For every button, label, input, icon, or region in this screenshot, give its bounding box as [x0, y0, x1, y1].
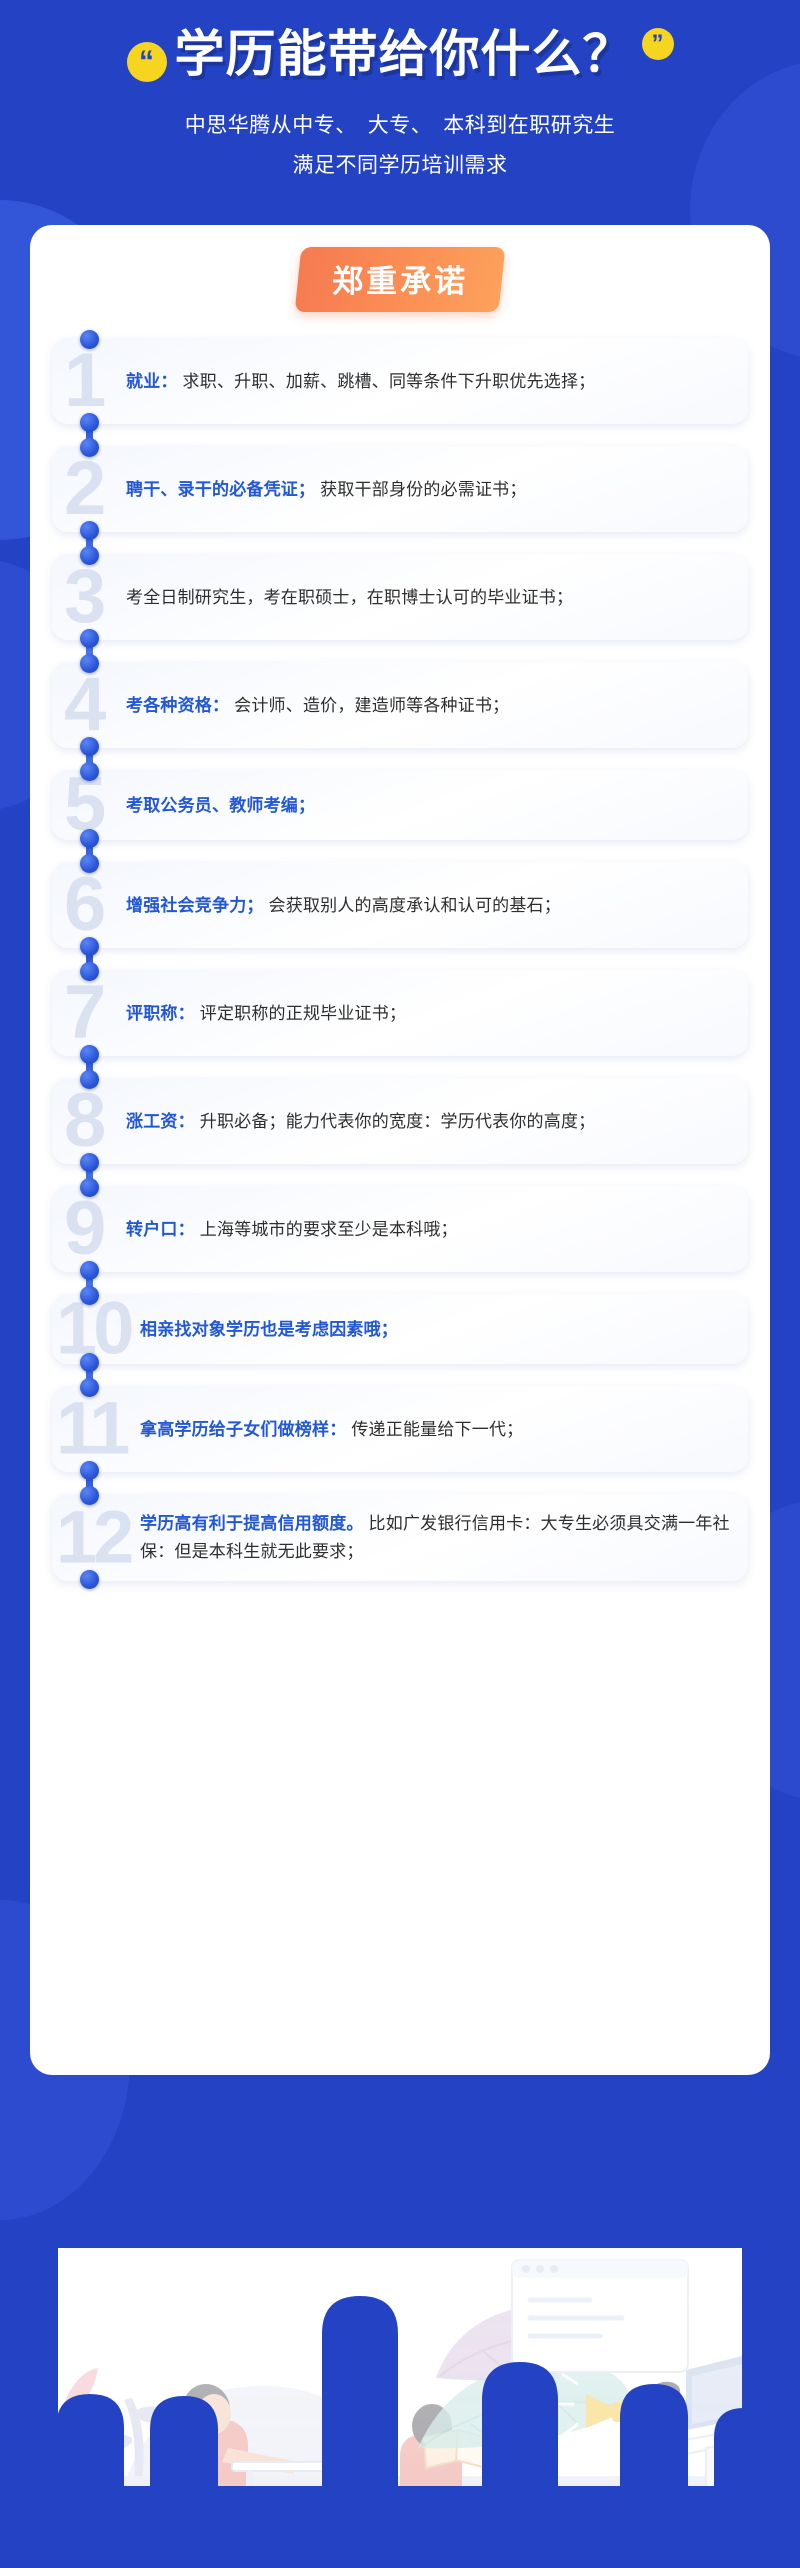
bottom-illustration — [0, 2248, 800, 2568]
benefit-detail: 比如广发银行信用卡：大专生必须具交满一年社保：但是本科生就无此要求； — [140, 1514, 730, 1561]
header: “ 学历能带给你什么？ ” 中思华腾从中专、 大专、 本科到在职研究生 满足不同… — [0, 0, 800, 187]
content-panel: 郑重承诺 1 就业： 求职、升职、加薪、跳槽、同等条件下升职优先选择； 2 聘干、录干… — [30, 225, 770, 2076]
benefit-highlight: 增强社会竞争力； — [126, 895, 264, 915]
timeline-dot — [80, 1378, 99, 1398]
quote-close-icon: ” — [641, 28, 674, 60]
benefit-card: 3 考全日制研究生，考在职硕士，在职博士认可的毕业证书； — [52, 546, 748, 649]
benefit-number: 10 — [56, 1287, 134, 1371]
benefit-number: 4 — [64, 662, 106, 748]
timeline-dot — [80, 413, 99, 433]
benefit-highlight: 就业： — [126, 371, 178, 391]
timeline-dot — [80, 1261, 99, 1281]
benefit-detail: 求职、升职、加薪、跳槽、同等条件下升职优先选择； — [182, 371, 596, 391]
timeline-dot — [80, 1486, 99, 1506]
benefit-number: 8 — [64, 1078, 106, 1164]
benefit-text: 增强社会竞争力； 会获取别人的高度承认和认可的基石； — [126, 892, 561, 920]
benefit-detail: 升职必备；能力代表你的宽度：学历代表你的高度； — [199, 1111, 596, 1131]
benefit-text: 就业： 求职、升职、加薪、跳槽、同等条件下升职优先选择； — [126, 368, 595, 396]
title-row: “ 学历能带给你什么？ ” — [0, 26, 800, 84]
benefit-highlight: 考取公务员、教师考编； — [126, 795, 316, 815]
timeline-dot — [80, 1045, 99, 1065]
benefit-number: 1 — [64, 338, 106, 424]
timeline-rail — [86, 366, 93, 1556]
timeline-dot — [80, 937, 99, 957]
benefit-number: 6 — [64, 862, 106, 948]
benefit-number: 9 — [64, 1186, 106, 1272]
promise-badge-label: 郑重承诺 — [332, 264, 469, 300]
bar-pillars — [0, 2248, 800, 2568]
subtitle: 中思华腾从中专、 大专、 本科到在职研究生 满足不同学历培训需求 — [0, 106, 800, 188]
benefit-card: 2 聘干、录干的必备凭证； 获取干部身份的必需证书； — [52, 438, 748, 541]
timeline-dot — [80, 629, 99, 649]
benefit-text: 聘干、录干的必备凭证； 获取干部身份的必需证书； — [126, 476, 527, 504]
timeline-dot — [80, 1286, 99, 1306]
benefit-number: 3 — [64, 554, 106, 640]
benefit-text: 评职称： 评定职称的正规毕业证书； — [126, 1000, 406, 1028]
benefit-text: 相亲找对象学历也是考虑因素哦； — [140, 1316, 398, 1344]
benefit-card: 6 增强社会竞争力； 会获取别人的高度承认和认可的基石； — [52, 854, 748, 957]
promise-badge: 郑重承诺 — [294, 247, 506, 313]
benefit-card: 11 拿高学历给子女们做榜样： 传递正能量给下一代； — [52, 1378, 748, 1481]
benefit-detail: 上海等城市的要求至少是本科哦； — [199, 1219, 458, 1239]
badge-container: 郑重承诺 — [30, 225, 770, 313]
benefit-highlight: 拿高学历给子女们做榜样： — [140, 1419, 347, 1439]
benefit-highlight: 转户口： — [126, 1219, 195, 1239]
benefit-highlight: 考各种资格： — [126, 695, 230, 715]
benefit-number: 11 — [56, 1387, 130, 1471]
timeline-dot — [80, 1461, 99, 1481]
timeline-dot — [80, 1178, 99, 1198]
timeline-dot — [80, 829, 99, 849]
timeline-dot — [80, 854, 99, 874]
timeline-dot — [80, 521, 99, 541]
benefit-card: 7 评职称： 评定职称的正规毕业证书； — [52, 962, 748, 1065]
benefit-highlight: 相亲找对象学历也是考虑因素哦； — [140, 1319, 398, 1339]
benefit-card: 8 涨工资： 升职必备；能力代表你的宽度：学历代表你的高度； — [52, 1070, 748, 1173]
benefit-card-list: 1 就业： 求职、升职、加薪、跳槽、同等条件下升职优先选择； 2 聘干、录干的必备凭证… — [52, 330, 748, 1590]
quote-open-icon: “ — [126, 42, 167, 82]
timeline-dot — [80, 1070, 99, 1090]
benefit-detail: 会获取别人的高度承认和认可的基石； — [268, 895, 561, 915]
timeline-dot — [80, 1570, 99, 1590]
benefit-card: 5 考取公务员、教师考编； — [52, 762, 748, 849]
benefit-card: 4 考各种资格： 会计师、造价，建造师等各种证书； — [52, 654, 748, 757]
benefit-highlight: 学历高有利于提高信用额度。 — [140, 1514, 364, 1534]
benefit-detail: 传递正能量给下一代； — [351, 1419, 524, 1439]
benefit-text: 拿高学历给子女们做榜样： 传递正能量给下一代； — [140, 1416, 523, 1444]
benefit-number: 12 — [56, 1495, 134, 1579]
benefit-card: 10 相亲找对象学历也是考虑因素哦； — [52, 1286, 748, 1373]
benefit-text: 考全日制研究生，考在职硕士，在职博士认可的毕业证书； — [126, 584, 573, 612]
benefit-text: 考取公务员、教师考编； — [126, 792, 315, 820]
benefit-text: 转户口： 上海等城市的要求至少是本科哦； — [126, 1216, 458, 1244]
benefit-text: 考各种资格： 会计师、造价，建造师等各种证书； — [126, 692, 509, 720]
timeline-dot — [80, 737, 99, 757]
timeline-dot — [80, 962, 99, 982]
timeline-dot — [80, 1153, 99, 1173]
benefit-text: 学历高有利于提高信用额度。 比如广发银行信用卡：大专生必须具交满一年社保：但是本… — [140, 1510, 730, 1565]
benefit-detail: 获取干部身份的必需证书； — [320, 479, 527, 499]
subtitle-line-1: 中思华腾从中专、 大专、 本科到在职研究生 — [184, 113, 616, 137]
benefit-highlight: 聘干、录干的必备凭证； — [126, 479, 316, 499]
benefit-number: 2 — [64, 446, 106, 532]
benefit-detail: 会计师、造价，建造师等各种证书； — [234, 695, 510, 715]
page-title: 学历能带给你什么？ — [174, 26, 634, 82]
benefit-text: 涨工资： 升职必备；能力代表你的宽度：学历代表你的高度； — [126, 1108, 595, 1136]
benefit-number: 7 — [64, 970, 106, 1056]
benefit-card: 1 就业： 求职、升职、加薪、跳槽、同等条件下升职优先选择； — [52, 330, 748, 433]
subtitle-line-2: 满足不同学历培训需求 — [292, 154, 508, 178]
timeline-dot — [80, 1353, 99, 1373]
benefit-card: 9 转户口： 上海等城市的要求至少是本科哦； — [52, 1178, 748, 1281]
benefit-highlight: 涨工资： — [126, 1111, 195, 1131]
benefit-highlight: 评职称： — [126, 1003, 195, 1023]
benefit-detail: 评定职称的正规毕业证书； — [199, 1003, 407, 1023]
benefit-number: 5 — [64, 762, 106, 848]
benefit-detail: 考全日制研究生，考在职硕士，在职博士认可的毕业证书； — [126, 587, 574, 607]
benefits-timeline: 1 就业： 求职、升职、加薪、跳槽、同等条件下升职优先选择； 2 聘干、录干的必备凭证… — [30, 330, 770, 1590]
